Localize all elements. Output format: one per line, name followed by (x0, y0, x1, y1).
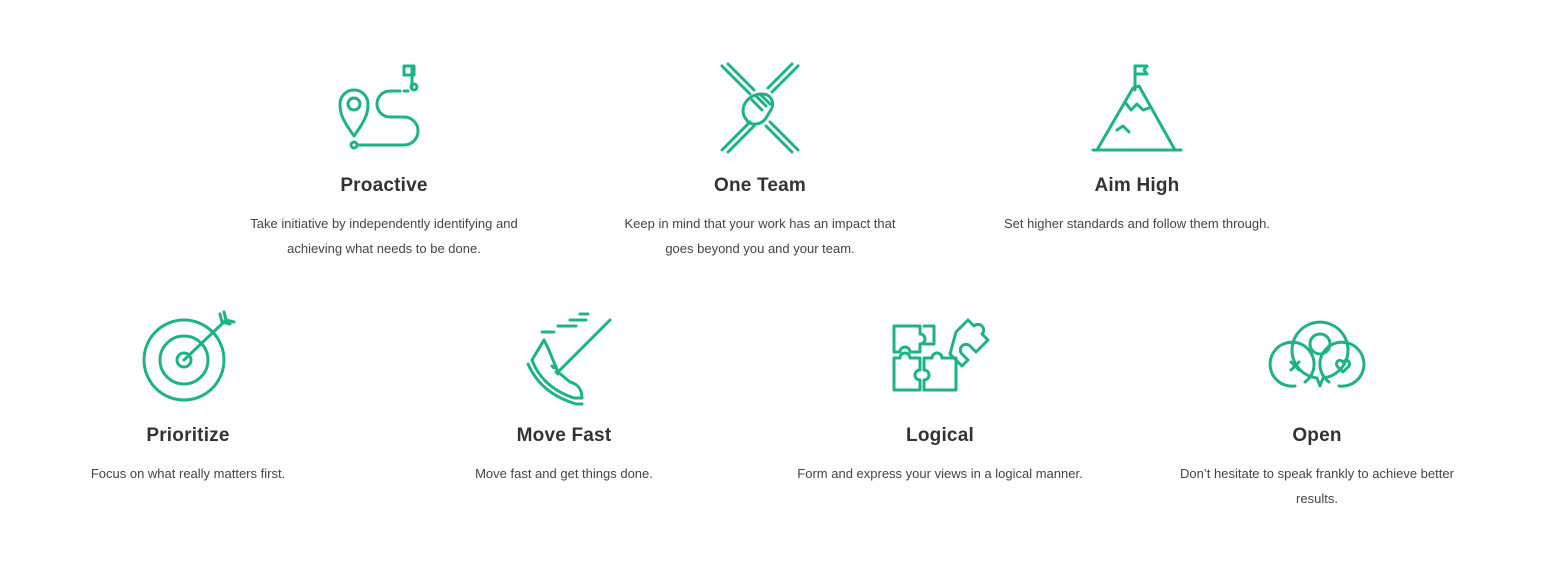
route-icon (334, 60, 434, 156)
value-card-aim-high: Aim High Set higher standards and follow… (957, 60, 1317, 236)
target-icon (138, 310, 238, 406)
value-title: One Team (713, 175, 807, 196)
value-card-prioritize: Prioritize Focus on what really matters … (8, 310, 368, 486)
value-description: Take initiative by independently identif… (250, 216, 518, 256)
mountain-flag-icon (1087, 60, 1187, 156)
value-title: Move Fast (516, 425, 612, 446)
value-description: Don’t hesitate to speak frankly to achie… (1180, 466, 1454, 506)
value-card-move-fast: Move Fast Move fast and get things done. (384, 310, 744, 486)
value-title: Logical (906, 425, 974, 446)
value-description: Keep in mind that your work has an impac… (624, 216, 896, 256)
speech-bubbles-icon (1267, 310, 1367, 406)
value-title: Aim High (1094, 175, 1180, 196)
value-title: Proactive (340, 175, 428, 196)
value-card-one-team: One Team Keep in mind that your work has… (580, 60, 940, 261)
value-description: Form and express your views in a logical… (797, 466, 1083, 481)
value-card-logical: Logical Form and express your views in a… (760, 310, 1120, 486)
running-shoe-icon (514, 310, 614, 406)
value-title: Prioritize (146, 425, 230, 446)
value-description: Focus on what really matters first. (90, 466, 286, 481)
value-description: Set higher standards and follow them thr… (1004, 216, 1270, 231)
puzzle-icon (890, 310, 990, 406)
value-description: Move fast and get things done. (475, 466, 653, 481)
value-card-proactive: Proactive Take initiative by independent… (204, 60, 564, 261)
team-hands-icon (710, 60, 810, 156)
value-title: Open (1292, 425, 1342, 446)
value-card-open: Open Don’t hesitate to speak frankly to … (1137, 310, 1497, 511)
